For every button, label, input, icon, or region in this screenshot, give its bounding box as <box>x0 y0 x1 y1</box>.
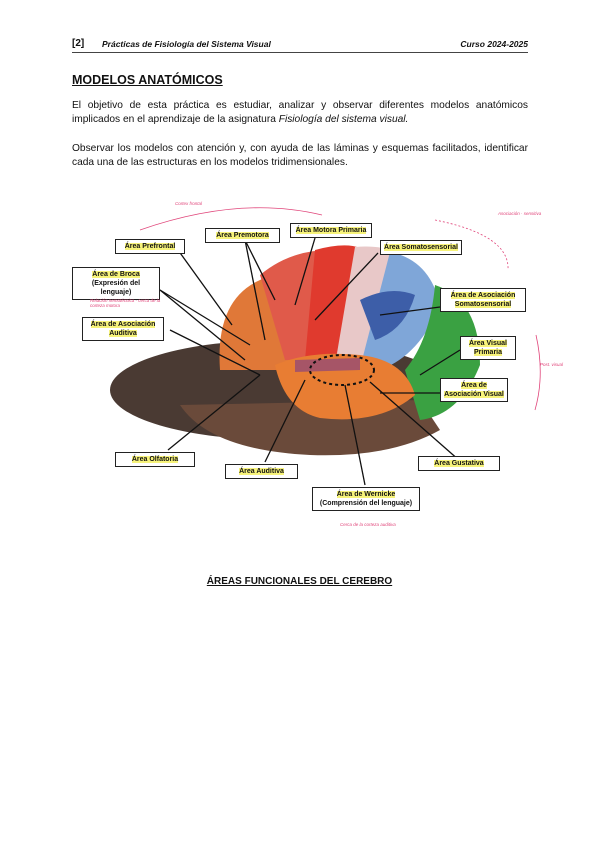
brain-figure: Área Prefrontal Área Premotora Área Moto… <box>60 190 580 530</box>
note-top: Cortex frontal <box>175 201 203 206</box>
section-title: MODELOS ANATÓMICOS <box>72 73 223 87</box>
sulcus-shape <box>295 358 360 372</box>
intro-paragraph: El objetivo de esta práctica es estudiar… <box>72 99 528 127</box>
note-top-right: Asociación · sensitiva <box>498 211 542 216</box>
annotation-arrow-right <box>534 334 541 411</box>
label-auditiva: Área Auditiva <box>225 464 298 479</box>
page-header: [2] Prácticas de Fisiología del Sistema … <box>72 38 528 53</box>
motor-shape <box>305 245 360 360</box>
label-gustativa: Área Gustativa <box>418 456 500 471</box>
label-asoc-somatosensorial: Área de Asociación Somatosensorial <box>440 288 526 312</box>
label-asoc-visual: Área de Asociación Visual <box>440 378 508 402</box>
label-premotora: Área Premotora <box>205 228 280 243</box>
label-broca: Área de Broca (Expresión del lenguaje) <box>72 267 160 300</box>
wernicke-outline <box>309 354 375 386</box>
parietal-association-shape <box>360 291 415 340</box>
label-somatosensorial: Área Somatosensorial <box>380 240 462 255</box>
label-wernicke: Área de Wernicke (Comprensión del lengua… <box>312 487 420 511</box>
label-olfatoria: Área Olfatoria <box>115 452 195 467</box>
page-number: [2] <box>72 38 85 49</box>
annotation-arrow-top-right <box>434 219 509 271</box>
label-prefrontal: Área Prefrontal <box>115 239 185 254</box>
note-broca: Relación nemotécnica - cerca de la corte… <box>90 298 161 308</box>
intro-text: El objetivo de esta práctica es estudiar… <box>72 100 528 125</box>
figure-title: ÁREAS FUNCIONALES DEL CEREBRO <box>206 576 393 587</box>
label-motora-primaria: Área Motora Primaria <box>290 223 372 238</box>
header-title: Prácticas de Fisiología del Sistema Visu… <box>102 39 271 49</box>
leader-lines <box>159 237 461 486</box>
header-course: Curso 2024-2025 <box>460 39 528 49</box>
note-right: Post. visual <box>540 362 564 367</box>
annotation-arrow-top <box>139 207 323 231</box>
note-wernicke: Cerca de la corteza auditiva <box>340 522 396 527</box>
label-visual-primaria: Área Visual Primaria <box>460 336 516 360</box>
label-asoc-auditiva: Área de Asociación Auditiva <box>82 317 164 341</box>
instructions-paragraph: Observar los modelos con atención y, con… <box>72 143 528 168</box>
intro-italic-text: Fisiología del sistema visual. <box>278 114 409 125</box>
